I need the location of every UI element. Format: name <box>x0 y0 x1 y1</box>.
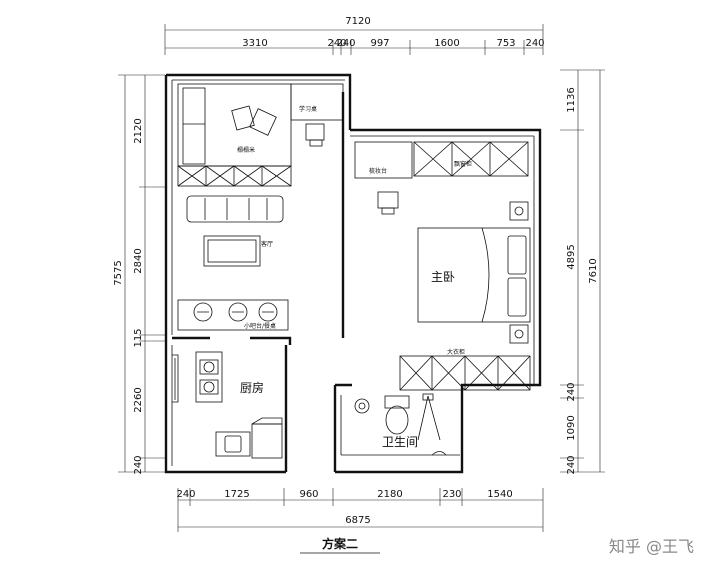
bottom-dimensions: 240 1725 960 2180 230 1540 6875 <box>176 488 544 532</box>
dressing-table-label: 梳妆台 <box>369 167 387 175</box>
top-dim-4: 997 <box>370 38 389 49</box>
left-dim-4: 2260 <box>133 387 144 412</box>
kitchen-furniture: 厨房 <box>195 351 283 459</box>
bottom-dim-3: 960 <box>299 489 318 500</box>
wardrobe-label: 大衣柜 <box>447 348 465 356</box>
bedroom-furniture: 飘窗柜 梳妆台 主卧 大衣柜 <box>354 141 531 391</box>
bathroom-furniture: 卫生间 <box>354 393 447 456</box>
bottom-dim-1: 240 <box>176 489 195 500</box>
top-dim-1: 3310 <box>242 38 267 49</box>
right-dim-2: 4895 <box>566 244 577 269</box>
left-dim-2: 2840 <box>133 248 144 273</box>
bottom-total-dim: 6875 <box>345 515 370 526</box>
left-dim-1: 2120 <box>133 118 144 143</box>
master-bedroom-label: 主卧 <box>431 270 455 284</box>
bottom-dim-6: 1540 <box>487 489 512 500</box>
top-dim-2: 240 <box>327 38 346 49</box>
left-dim-5: 240 <box>133 455 144 474</box>
bathroom-label: 卫生间 <box>382 435 418 449</box>
plan-title: 方案二 <box>322 536 358 551</box>
top-dim-6: 753 <box>496 38 515 49</box>
walls <box>164 73 542 474</box>
right-total-dim: 7610 <box>588 258 599 283</box>
top-dim-3: 240 <box>336 38 355 49</box>
living-room-label: 客厅 <box>261 240 273 248</box>
bar-counter-label: 小吧台/餐桌 <box>244 322 276 330</box>
left-total-dim: 7575 <box>113 260 124 285</box>
bay-cabinet-label: 飘窗柜 <box>454 160 472 168</box>
study-desk-label: 学习桌 <box>299 105 317 113</box>
bottom-dim-4: 2180 <box>377 489 402 500</box>
right-dim-5: 240 <box>566 455 577 474</box>
kitchen-label: 厨房 <box>240 380 264 395</box>
left-dim-3: 115 <box>133 328 144 347</box>
bottom-dim-5: 230 <box>442 489 461 500</box>
right-dim-3: 240 <box>566 382 577 401</box>
left-dimensions: 7575 2120 2840 115 2260 240 <box>113 74 165 475</box>
top-dimensions: 7120 3310 240 240 997 1600 753 240 <box>164 16 545 55</box>
tatami-label: 榻榻米 <box>237 146 255 154</box>
right-dimensions: 1136 4895 240 1090 240 7610 <box>560 69 605 475</box>
top-dim-7: 240 <box>525 38 544 49</box>
top-dim-5: 1600 <box>434 38 459 49</box>
bottom-dim-2: 1725 <box>224 489 249 500</box>
right-dim-1: 1136 <box>566 87 577 112</box>
living-room-furniture: 榻榻米 学习桌 客厅 小吧台/餐桌 <box>177 83 344 331</box>
plan-title-block: 方案二 <box>300 536 380 554</box>
top-total-dim: 7120 <box>345 16 370 27</box>
right-dim-4: 1090 <box>566 415 577 440</box>
watermark: 知乎 @王飞 <box>609 537 694 556</box>
